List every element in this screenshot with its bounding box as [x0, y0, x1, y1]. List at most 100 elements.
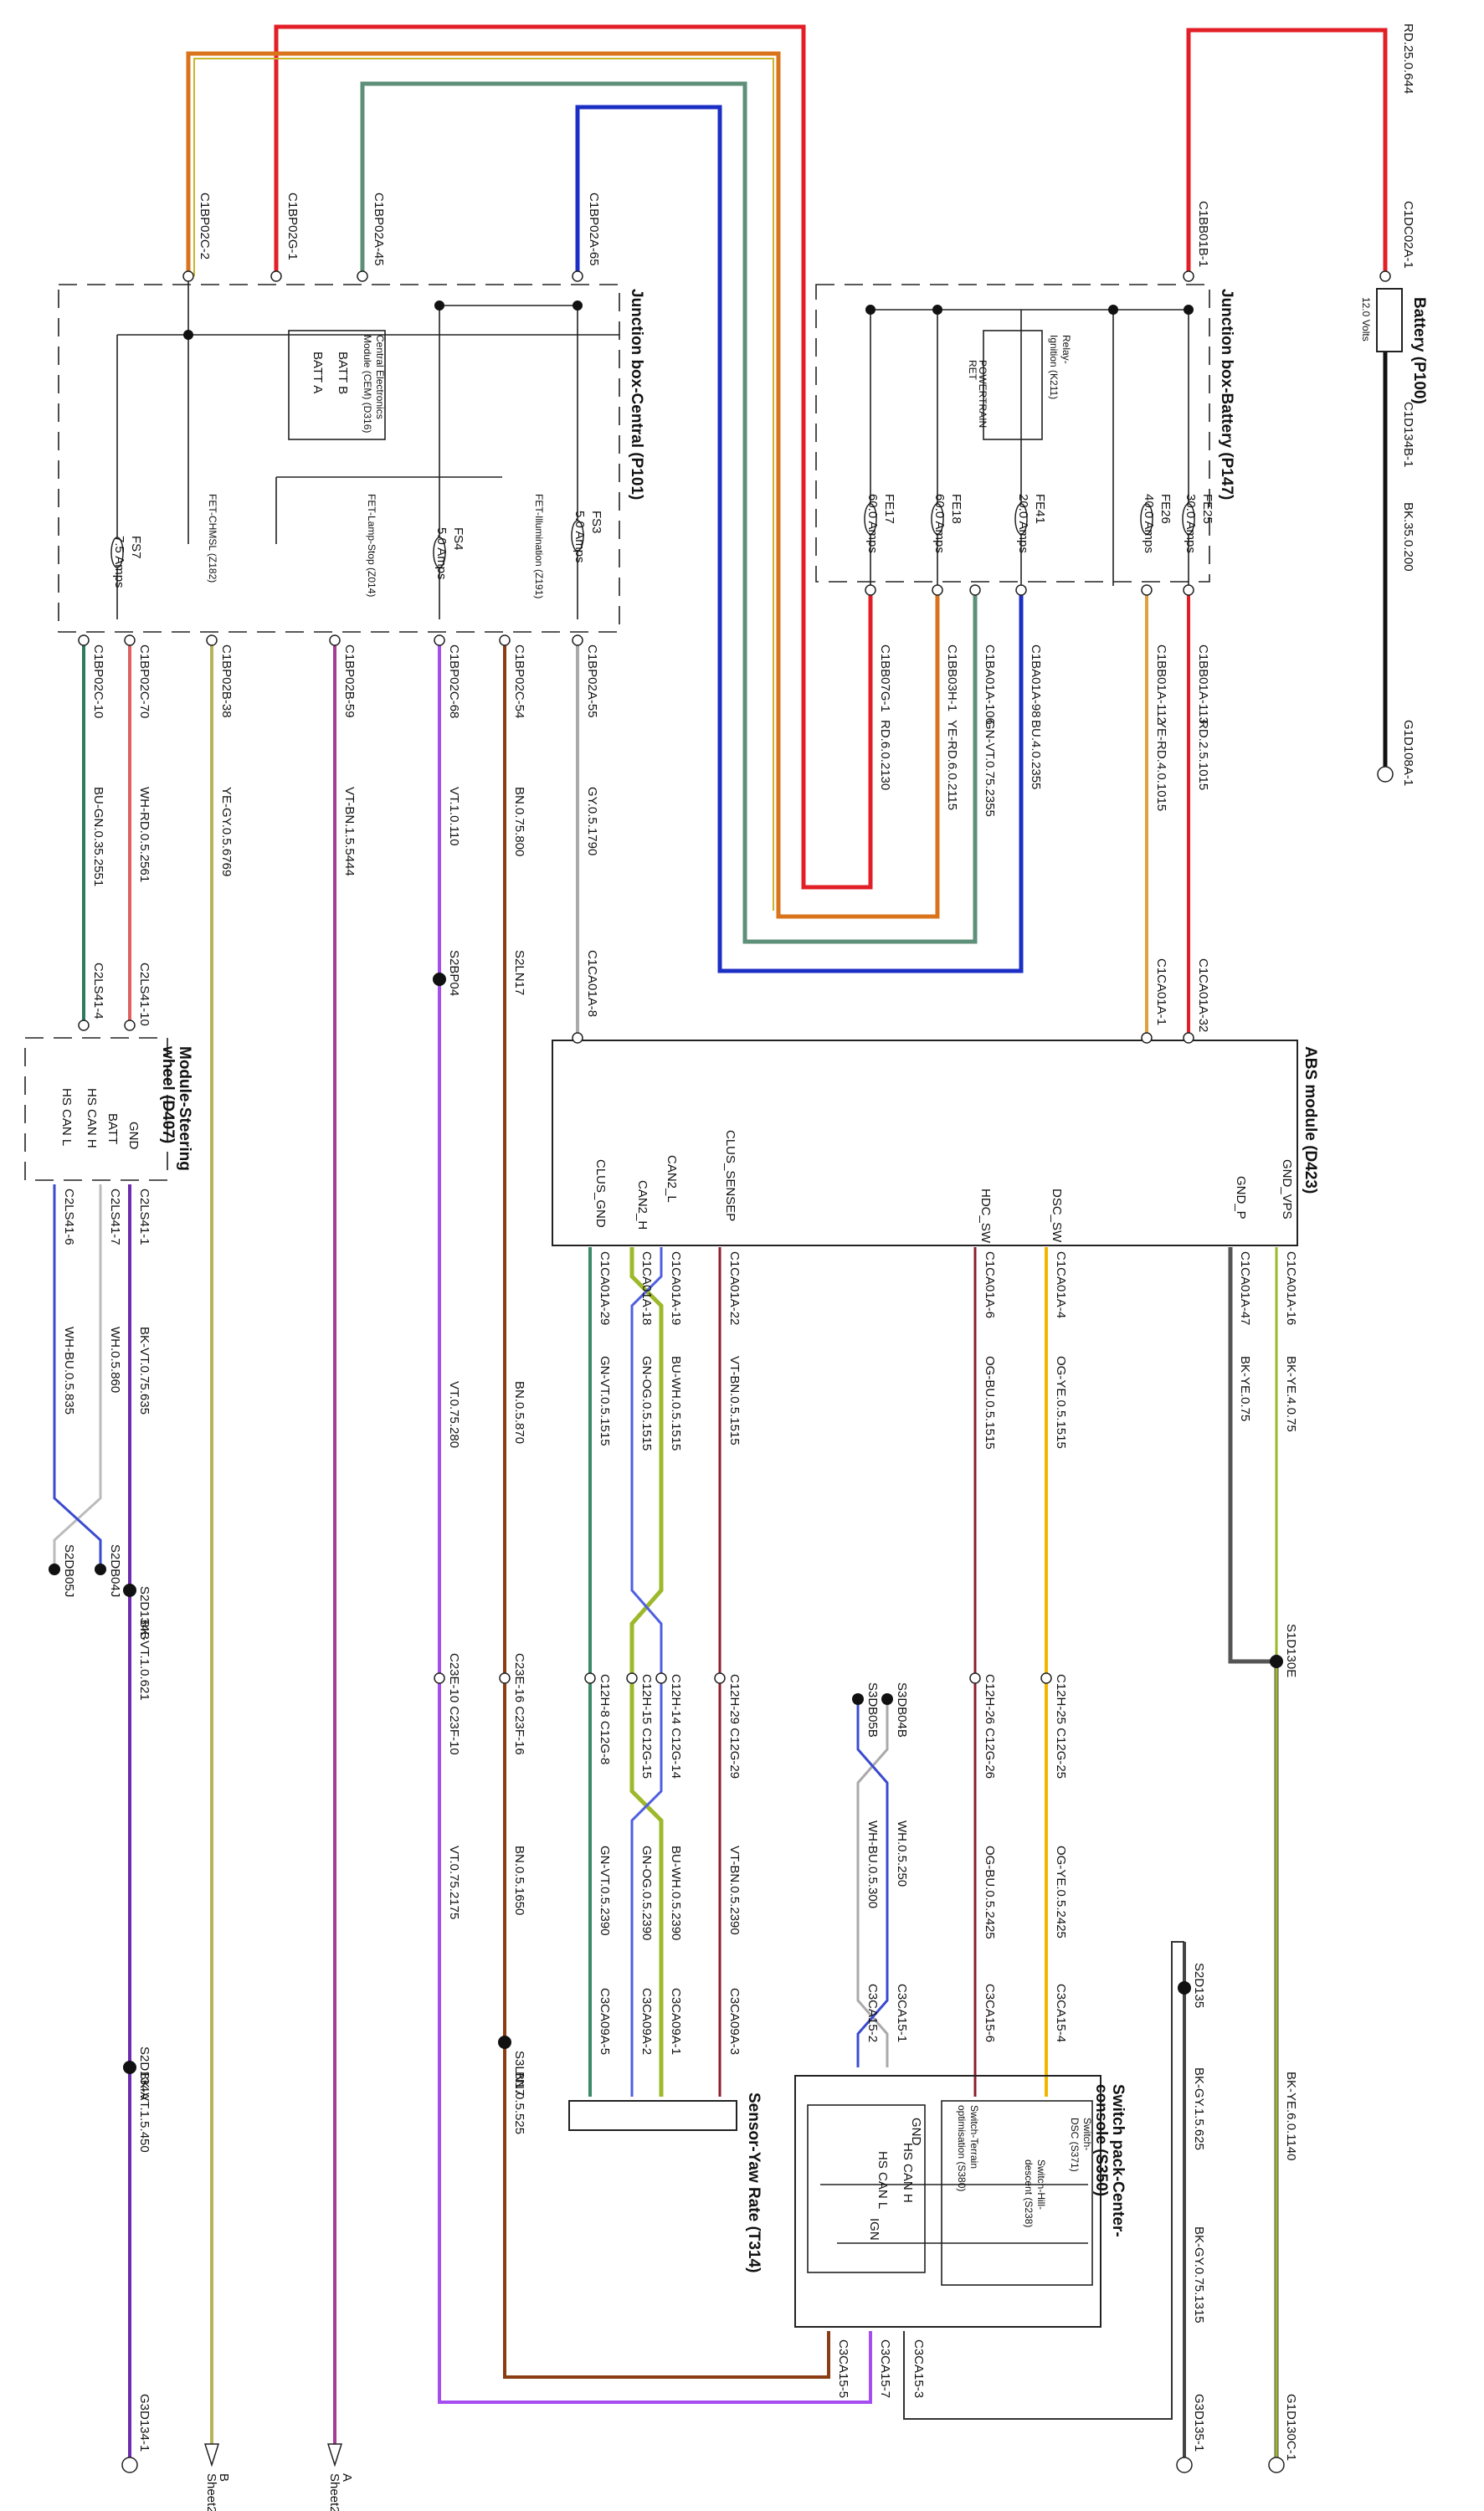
- connector-label: C3CA09A-5: [598, 1988, 612, 2055]
- abs-pin: CAN2_H: [635, 1180, 650, 1230]
- connector-label: C1BP02C-68: [447, 644, 461, 718]
- splice-dots: [49, 300, 1283, 2074]
- switch-pack-title: Switch pack-Center-: [1109, 2084, 1127, 2237]
- fuse-fe41: [1014, 503, 1028, 535]
- wire-code: VT-BN.1.5.5444: [342, 787, 357, 876]
- wire-violet: [438, 640, 872, 2404]
- wire-wh-sw: [856, 1699, 889, 2067]
- connector-label: C1BP02C-54: [512, 644, 526, 718]
- connector-label: C1CA01A-4: [1054, 1251, 1068, 1318]
- dot: [183, 330, 193, 340]
- connector-label: G1D108A-1: [1401, 720, 1415, 786]
- switch-child: Switch-: [1081, 2118, 1093, 2150]
- wire-code: BK-GY.1.5.625: [1192, 2067, 1206, 2150]
- dot: [573, 300, 583, 311]
- yaw-box: [568, 2100, 737, 2131]
- switch-pin: IGN: [867, 2218, 881, 2241]
- connector-label: G3D134-1: [137, 2394, 151, 2452]
- fuse-symbols: [110, 503, 1195, 568]
- relay-line4: RET: [967, 360, 978, 381]
- wire-code: RD.2.5.1015: [1196, 720, 1210, 790]
- relay-line1: Relay-: [1060, 335, 1072, 364]
- fuse-rating: 30.0 Amps: [1184, 494, 1198, 553]
- splice-label: C23E-10 C23F-10: [447, 1653, 461, 1755]
- connector-label: C1BB07G-1: [878, 644, 892, 712]
- connector-label: C1CA01A-18: [639, 1251, 654, 1325]
- connector-label: C1DC02A-1: [1401, 201, 1415, 269]
- switch-child: Switch-Terrain: [968, 2105, 980, 2169]
- wire-code: BK-YE.4.0.75: [1284, 1356, 1298, 1432]
- dot: [49, 1564, 60, 1575]
- connector-label: C1BA01A-98: [1029, 644, 1043, 718]
- splice-label: S2D134B: [137, 1586, 151, 1640]
- switch-child: DSC (S371): [1069, 2118, 1081, 2172]
- battery-volts: 12.0 Volts: [1360, 297, 1372, 341]
- connector-label: C1BP02G-1: [285, 193, 300, 260]
- splice-label: S3LN17: [512, 2051, 526, 2096]
- fuse-rating: 5.0 Amps: [434, 527, 449, 580]
- fuse-name: FE41: [1033, 494, 1047, 524]
- connector-label: C3CA15-2: [865, 1984, 880, 2042]
- switch-pack-box: [794, 2075, 1101, 2328]
- wire-code: BU-WH.0.5.2390: [669, 1846, 683, 1940]
- wire-code: GY.0.5.1790: [585, 787, 599, 855]
- fuse-name: FS7: [129, 536, 143, 559]
- relay-line3: POWERTRAIN: [977, 360, 988, 428]
- wire-code: BN.0.75.800: [512, 787, 526, 856]
- wire-code: WH.0.5.250: [895, 1820, 909, 1887]
- connector-label: C3CA15-6: [983, 1984, 997, 2042]
- connector-label: C3CA15-1: [895, 1984, 909, 2042]
- connector-label: C1BP02B-38: [219, 644, 234, 718]
- fuse-name: FE26: [1158, 494, 1173, 524]
- connector-label: C1BP02A-45: [372, 193, 386, 266]
- cem-line2: Module (CEM) (D316): [362, 335, 373, 433]
- connector-label: C1CA01A-19: [669, 1251, 683, 1325]
- pins: [78, 270, 1394, 2473]
- connector-label: C1BB01B-1: [1196, 201, 1210, 267]
- wire-code: BK-VT.1.5.450: [137, 2072, 151, 2153]
- connector-label: C12H-29 C12G-29: [727, 1674, 742, 1779]
- connector-label: C3CA15-7: [878, 2339, 892, 2398]
- wire-code: YE-RD.4.0.1015: [1154, 720, 1168, 811]
- wire-code: WH-RD.0.5.2561: [137, 787, 151, 882]
- jb-battery-frame: [815, 284, 1210, 583]
- wire-bu-wh: [630, 1247, 663, 2097]
- connector-label: C2LS41-1: [137, 1189, 151, 1245]
- switch-child: optimisation (S380): [956, 2105, 968, 2191]
- fuse-rating: 20.0 Amps: [1016, 494, 1030, 553]
- wire-code: GN-VT.0.75.2355: [983, 720, 997, 817]
- wire-code: BK-VT.0.75.635: [137, 1327, 151, 1415]
- connector-label: C1CA01A-32: [1196, 958, 1210, 1032]
- fuse-fe18: [931, 503, 944, 535]
- wire-code: VT.0.75.2175: [447, 1846, 461, 1919]
- fet-label: FET-Lamp-Stop (Z014): [366, 494, 377, 597]
- wire-wh: [53, 1184, 102, 1565]
- abs-pin: CAN2_L: [665, 1155, 679, 1203]
- steering-title: Module-Steering: [176, 1046, 193, 1171]
- connector-label: C1CA01A-22: [727, 1251, 742, 1325]
- fuse-fs3: [571, 520, 584, 552]
- abs-pin: DSC_SW: [1050, 1189, 1064, 1243]
- wire-blue: [575, 105, 1024, 973]
- dot: [1108, 305, 1118, 315]
- splice-label: S3DB04B: [895, 1682, 909, 1738]
- wire-code: VT.0.75.280: [447, 1381, 461, 1448]
- connector-label: C1CA01A-29: [598, 1251, 612, 1325]
- connector-label: C1BB01A-112: [1154, 644, 1168, 724]
- connector-label: G3D135-1: [1192, 2394, 1206, 2452]
- connector-label: C1BB01A-113: [1196, 644, 1210, 724]
- connector-label: C2LS41-7: [108, 1189, 122, 1245]
- splice-label: S2D135: [1192, 1963, 1206, 2008]
- cem-pin: BATT A: [311, 352, 325, 393]
- connector-label: C3CA09A-1: [669, 1988, 683, 2055]
- steering-box: [24, 1037, 168, 1181]
- wire-code: BK-GY.0.75.1315: [1192, 2226, 1206, 2324]
- dot: [1270, 1655, 1283, 1668]
- steering-title2: wheel (D407): [159, 1045, 177, 1143]
- wire-code: BU.4.0.2355: [1029, 720, 1043, 789]
- wire-wh-bu-sw: [856, 1699, 889, 2067]
- wire-code: VT-BN.0.5.1515: [727, 1356, 742, 1445]
- connector-label: C1BP02C-10: [91, 644, 105, 718]
- abs-pin: GND_VPS: [1280, 1159, 1294, 1220]
- dot: [1184, 305, 1194, 315]
